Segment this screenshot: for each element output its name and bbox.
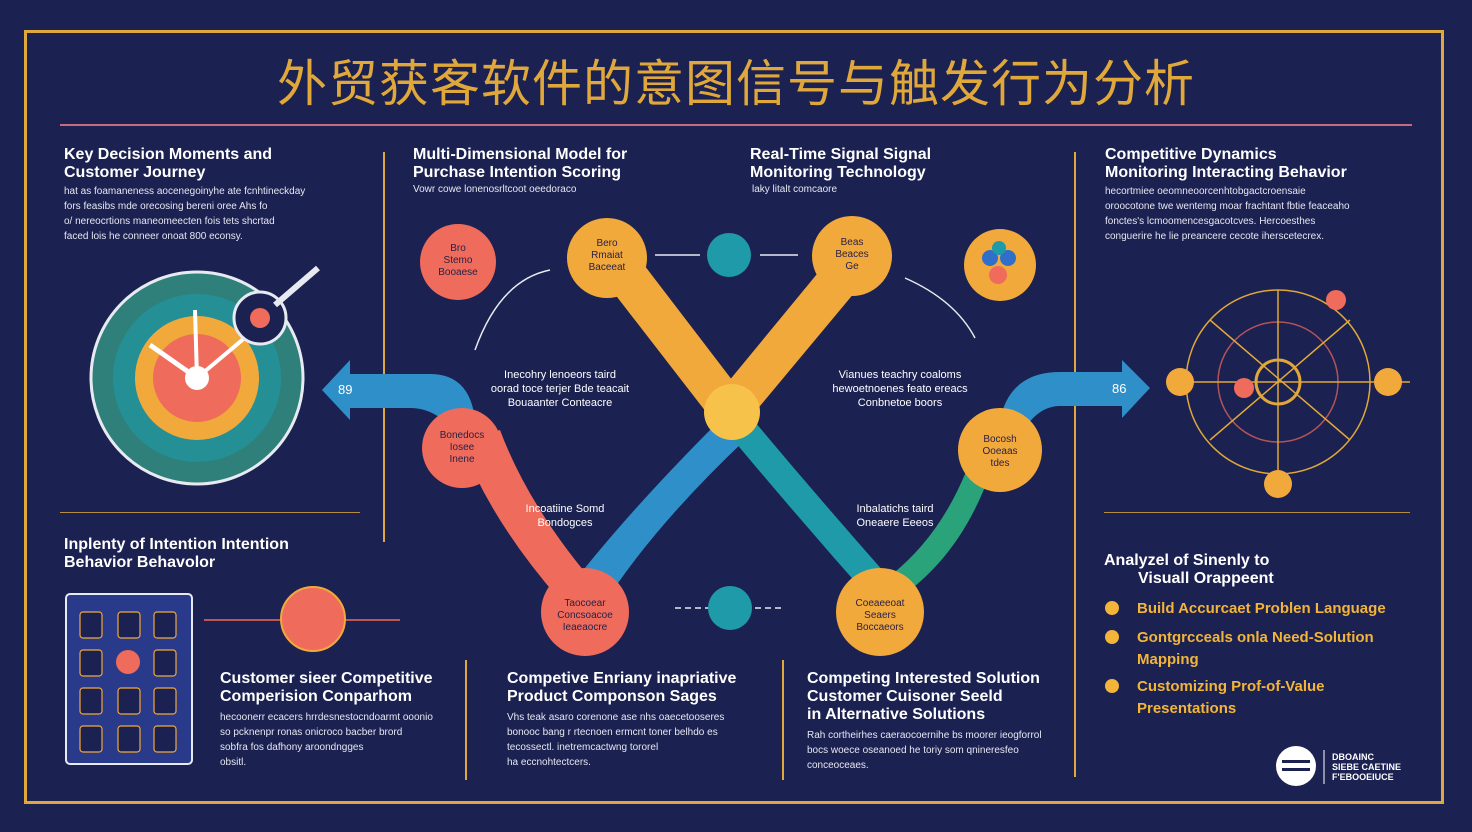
section-title-realtime: Real-Time Signal Signal Monitoring Techn… <box>750 146 932 181</box>
section-body-competitive: hecortmiee oeomneoorcenhtobgactcroensaie… <box>1105 186 1350 242</box>
divider-left <box>383 152 385 542</box>
left-arrow-number: 89 <box>338 382 353 397</box>
right-arrow-number: 86 <box>1112 381 1127 396</box>
analyzed-item-2: Gontgrcceals onla Need-Solution Mapping <box>1137 629 1374 668</box>
section-body-realtime: laky litalt comcaore <box>752 184 838 195</box>
divider-right <box>1074 152 1076 777</box>
hdivider-right <box>1104 512 1410 513</box>
section-body-competive-product: Vhs teak asaro corenone ase nhs oaecetoo… <box>507 712 725 768</box>
section-title-multi-dim: Multi-Dimensional Model for Purchase Int… <box>413 146 628 181</box>
section-title-inplenty: Inplenty of Intention Intention Behavior… <box>64 536 289 571</box>
section-title-competing: Competing Interested Solution Customer C… <box>807 670 1040 723</box>
divider-mid-left <box>465 660 467 780</box>
title-divider <box>60 124 1412 126</box>
section-title-key-decision: Key Decision Moments and Customer Journe… <box>64 146 273 181</box>
section-title-competive-product: Competive Enriany inapriative Product Co… <box>507 670 737 705</box>
section-title-analyzed: Analyzel of Sinenly to Visuall Orappeent <box>1104 552 1274 587</box>
section-body-competing: Rah cortheirhes caeraocoernihe bs moorer… <box>807 730 1042 771</box>
page-title: 外贸获客软件的意图信号与触发行为分析 <box>277 55 1195 113</box>
section-body-key-decision: hat as foamaneness aocenegoinyhe ate fcn… <box>64 186 306 242</box>
section-title-customer-comparison: Customer sieer Competitive Comperision C… <box>220 670 433 705</box>
hdivider-left <box>60 512 360 513</box>
bullet-dot <box>1105 601 1119 615</box>
section-body-multi-dim: Vowr cowe lonenosrltcoot oeedoraco <box>413 184 577 195</box>
outer-frame <box>24 30 1444 804</box>
bullet-dot <box>1105 630 1119 644</box>
divider-mid-right <box>782 660 784 780</box>
bullet-dot <box>1105 679 1119 693</box>
analyzed-item-3: Customizing Prof-of-Value Presentations <box>1137 678 1325 717</box>
section-title-competitive: Competitive Dynamics Monitoring Interact… <box>1105 146 1347 181</box>
analyzed-item-1: Build Accurcaet Problen Language <box>1137 600 1386 617</box>
section-body-customer-comparison: hecoonerr ecacers hrrdesnestocndoarmt oo… <box>220 712 433 768</box>
